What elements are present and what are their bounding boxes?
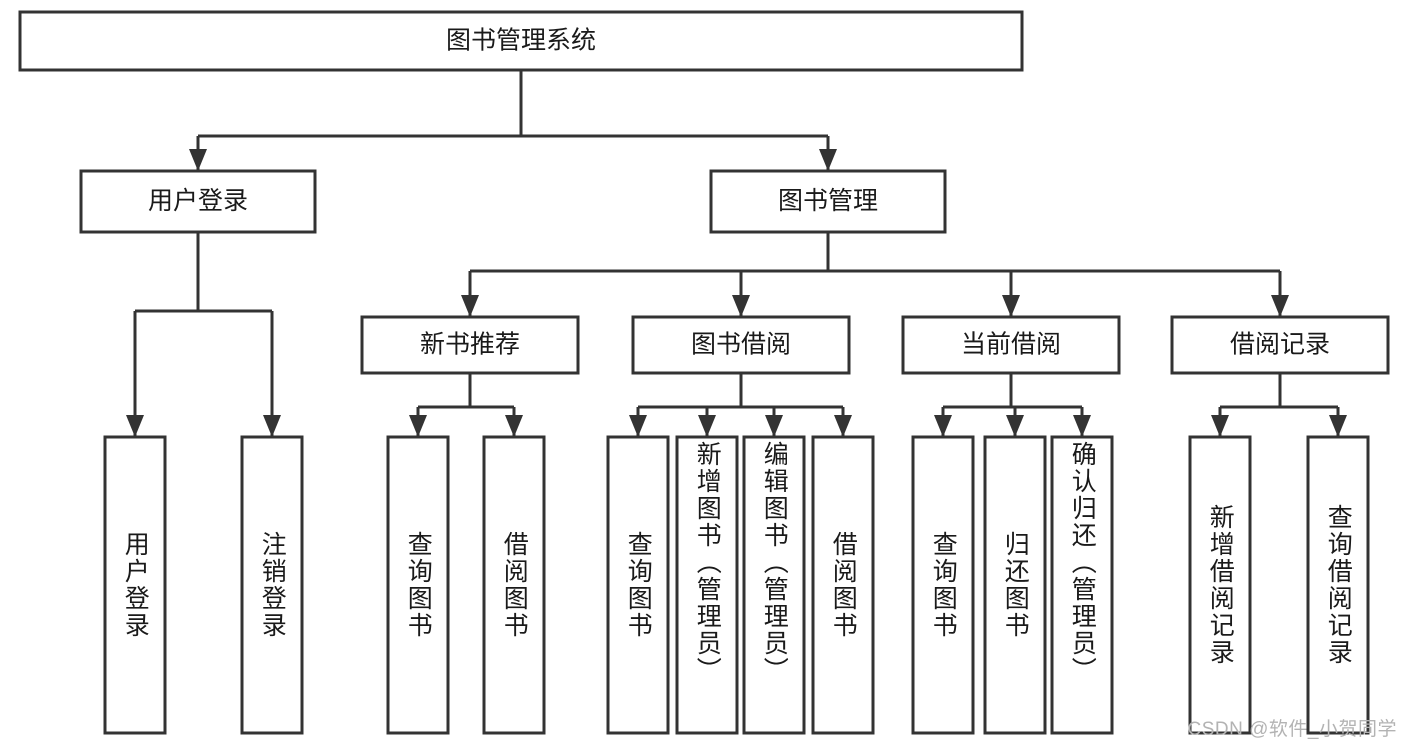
arrow-icon-leaf-confirm-return (1073, 415, 1091, 437)
node-leaf-query-record[interactable] (1306, 435, 1370, 735)
node-current-borrow[interactable] (901, 315, 1121, 375)
arrow-icon-leaf-user-login (126, 415, 144, 437)
node-leaf-edit-book[interactable] (742, 435, 806, 735)
arrow-icon-leaf-query-book-2 (629, 415, 647, 437)
node-new-book-rec-label: 新书推荐 (420, 331, 520, 359)
node-book-borrow-label: 图书借阅 (691, 331, 791, 359)
arrow-icon-leaf-borrow-book-2 (834, 415, 852, 437)
arrow-icon-leaf-query-book-3 (934, 415, 952, 437)
node-borrow-record-label: 借阅记录 (1230, 331, 1330, 359)
boxes-layer (18, 10, 1390, 735)
node-leaf-return-book[interactable] (983, 435, 1047, 735)
arrow-icon-leaf-query-book-1 (409, 415, 427, 437)
node-new-book-rec[interactable] (360, 315, 580, 375)
node-leaf-borrow-book-1[interactable] (482, 435, 546, 735)
node-leaf-query-book-2[interactable] (606, 435, 670, 735)
node-leaf-add-record[interactable] (1188, 435, 1252, 735)
arrow-icon-leaf-query-record (1329, 415, 1347, 437)
arrow-icon-borrow-record (1271, 295, 1289, 317)
arrow-icon-leaf-borrow-book-1 (505, 415, 523, 437)
arrow-icon-leaf-logout (263, 415, 281, 437)
node-book-borrow[interactable] (631, 315, 851, 375)
node-book-manage-label: 图书管理 (778, 187, 878, 215)
arrow-icon-book-manage (819, 149, 837, 171)
connectors-layer (126, 70, 1347, 437)
arrow-icon-leaf-add-record (1211, 415, 1229, 437)
arrow-icon-leaf-add-book (698, 415, 716, 437)
node-leaf-query-book-1[interactable] (386, 435, 450, 735)
arrow-icon-user-login (189, 149, 207, 171)
node-root-label: 图书管理系统 (446, 27, 596, 55)
node-leaf-query-book-3[interactable] (911, 435, 975, 735)
arrow-icon-current-borrow (1002, 295, 1020, 317)
arrow-icon-leaf-return-book (1006, 415, 1024, 437)
node-leaf-add-book[interactable] (675, 435, 739, 735)
node-leaf-logout[interactable] (240, 435, 304, 735)
node-user-login-label: 用户登录 (148, 187, 248, 215)
node-leaf-user-login[interactable] (103, 435, 167, 735)
watermark-text: CSDN @软件_小贺同学 (1187, 719, 1397, 740)
arrow-icon-book-borrow (732, 295, 750, 317)
arrow-icon-leaf-edit-book (765, 415, 783, 437)
node-borrow-record[interactable] (1170, 315, 1390, 375)
node-book-manage[interactable] (709, 169, 947, 234)
node-leaf-borrow-book-2[interactable] (811, 435, 875, 735)
node-user-login[interactable] (79, 169, 317, 234)
node-current-borrow-label: 当前借阅 (961, 331, 1061, 359)
arrow-icon-new-book-rec (461, 295, 479, 317)
node-root[interactable] (18, 10, 1024, 72)
node-leaf-confirm-return[interactable] (1050, 435, 1114, 735)
